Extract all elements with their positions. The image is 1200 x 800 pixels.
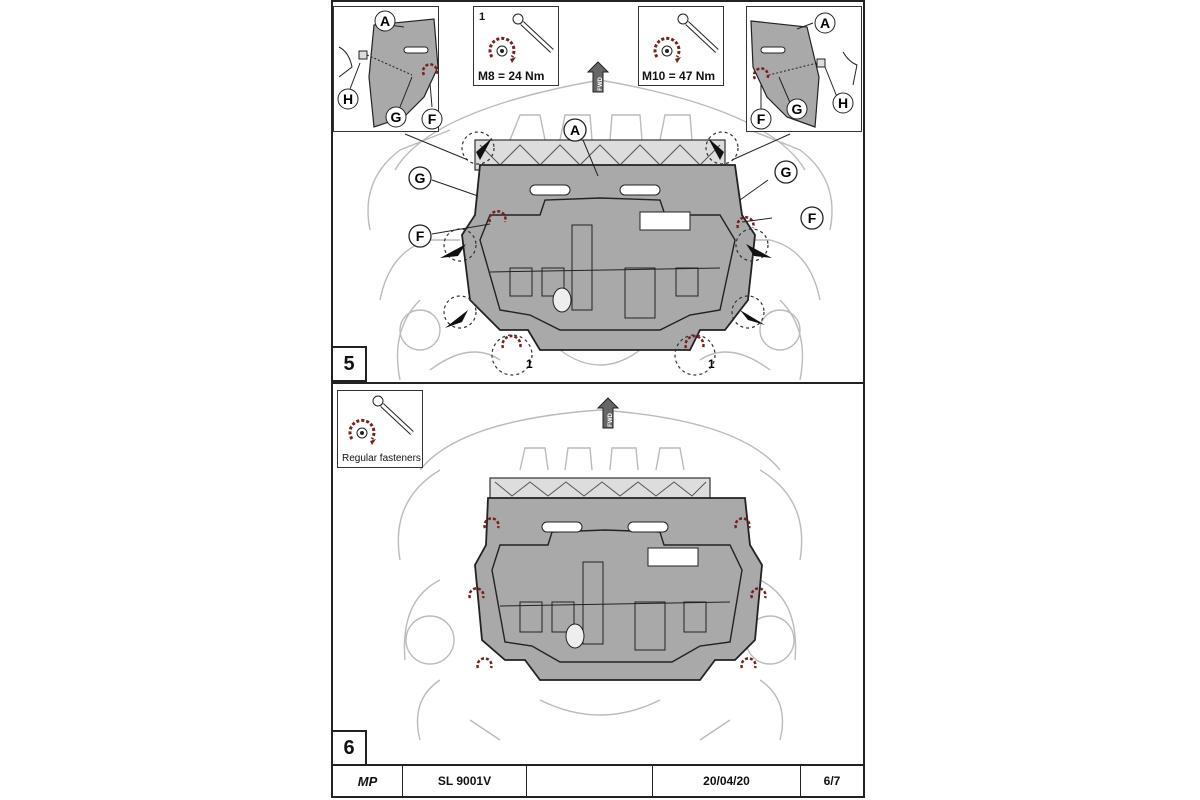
torque-step-number-left: 1 [526, 357, 533, 371]
skid-plate-6 [474, 497, 763, 681]
torque-callout-m8: 1 M8 = 24 Nm [473, 6, 559, 86]
step-number-6: 6 [331, 730, 367, 766]
svg-text:FWD: FWD [598, 77, 604, 91]
svg-text:G: G [792, 101, 803, 117]
svg-text:G: G [391, 109, 402, 125]
detail-right-label-h: H [832, 92, 854, 114]
detail-inset-left: A H G F [333, 6, 443, 132]
torque-callout-m10: M10 = 47 Nm [638, 6, 724, 86]
svg-text:F: F [428, 111, 437, 127]
detail-left-labels: A H G F [337, 10, 443, 130]
wrench-icon [348, 395, 414, 445]
detail-left-drawing [338, 18, 439, 128]
regular-fasteners-legend: Regular fasteners [337, 390, 423, 468]
fwd-arrow-5: FWD [586, 61, 610, 93]
detail-right-label-a: A [814, 12, 836, 34]
torque-spec-m10: M10 = 47 Nm [642, 69, 716, 83]
detail-left-label-h: H [337, 88, 359, 110]
torque-step-number-right: 1 [708, 357, 715, 371]
detail-right-label-f: F [750, 108, 772, 130]
label-g-right: G [774, 160, 798, 184]
callout-index-1: 1 [479, 11, 486, 23]
footer-date: 20/04/20 [653, 766, 801, 796]
leader-lines-5 [404, 133, 791, 235]
svg-text:FWD: FWD [608, 413, 614, 427]
svg-text:A: A [380, 13, 390, 29]
svg-text:A: A [570, 122, 580, 138]
torque-wrench-icon [653, 13, 719, 63]
step-6-panel [331, 384, 865, 766]
fastener-callout-circles-5 [443, 131, 769, 376]
torque-spec-m8: M8 = 24 Nm [478, 69, 545, 83]
torque-markers-5 [488, 209, 755, 349]
svg-text:H: H [838, 95, 848, 111]
installation-arrows-5 [440, 138, 772, 328]
detail-right-labels: A H G F [750, 12, 854, 130]
fwd-arrow-6: FWD [596, 397, 620, 429]
label-a-main: A [563, 118, 587, 142]
detail-left-label-f: F [421, 108, 443, 130]
footer-page: 6/7 [823, 774, 841, 788]
label-g-left: G [408, 166, 432, 190]
svg-text:F: F [808, 210, 817, 226]
crossmember-6 [489, 477, 711, 501]
detail-left-label-a: A [374, 10, 396, 32]
label-f-right: F [800, 206, 824, 230]
step-5-panel [331, 0, 865, 384]
svg-text:F: F [416, 228, 425, 244]
vehicle-outline-6 [397, 409, 803, 741]
title-block: MP SL 9001V 20/04/20 6/7 [331, 766, 865, 798]
footer-blank [527, 766, 653, 796]
svg-text:H: H [343, 91, 353, 107]
regular-fasteners-label: Regular fasteners [342, 453, 421, 464]
svg-text:A: A [820, 15, 830, 31]
footer-product-code: SL 9001V [403, 766, 527, 796]
footer-logo: MP [333, 766, 403, 796]
detail-right-label-g: G [786, 98, 808, 120]
svg-text:G: G [781, 164, 792, 180]
svg-text:F: F [757, 111, 766, 127]
torque-wrench-icon [488, 13, 554, 63]
step-number-5: 5 [331, 346, 367, 382]
skid-plate-5 [461, 164, 756, 351]
label-f-left: F [408, 224, 432, 248]
detail-left-label-g: G [385, 106, 407, 128]
svg-text:G: G [415, 170, 426, 186]
detail-inset-right: A H G F [746, 6, 862, 132]
